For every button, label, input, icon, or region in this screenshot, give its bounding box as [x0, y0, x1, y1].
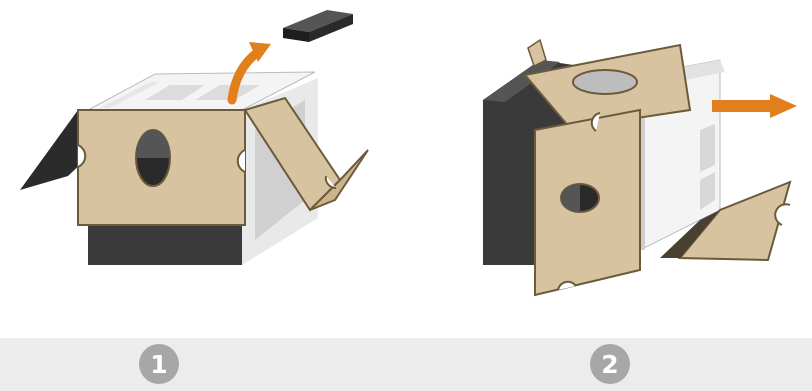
step-footer: 1 2: [0, 338, 812, 391]
step1-front-sleeve: [78, 110, 245, 225]
step2-front-flap: [535, 110, 640, 295]
arrow-right-icon: [712, 94, 797, 118]
step1-left-flap: [20, 110, 85, 190]
step-2-badge: 2: [590, 344, 630, 384]
step-1-badge: 1: [139, 344, 179, 384]
unboxing-illustration: [0, 0, 812, 338]
step-2-illustration: [483, 40, 797, 295]
foam-block: [283, 10, 353, 42]
step-1-illustration: [20, 10, 368, 265]
